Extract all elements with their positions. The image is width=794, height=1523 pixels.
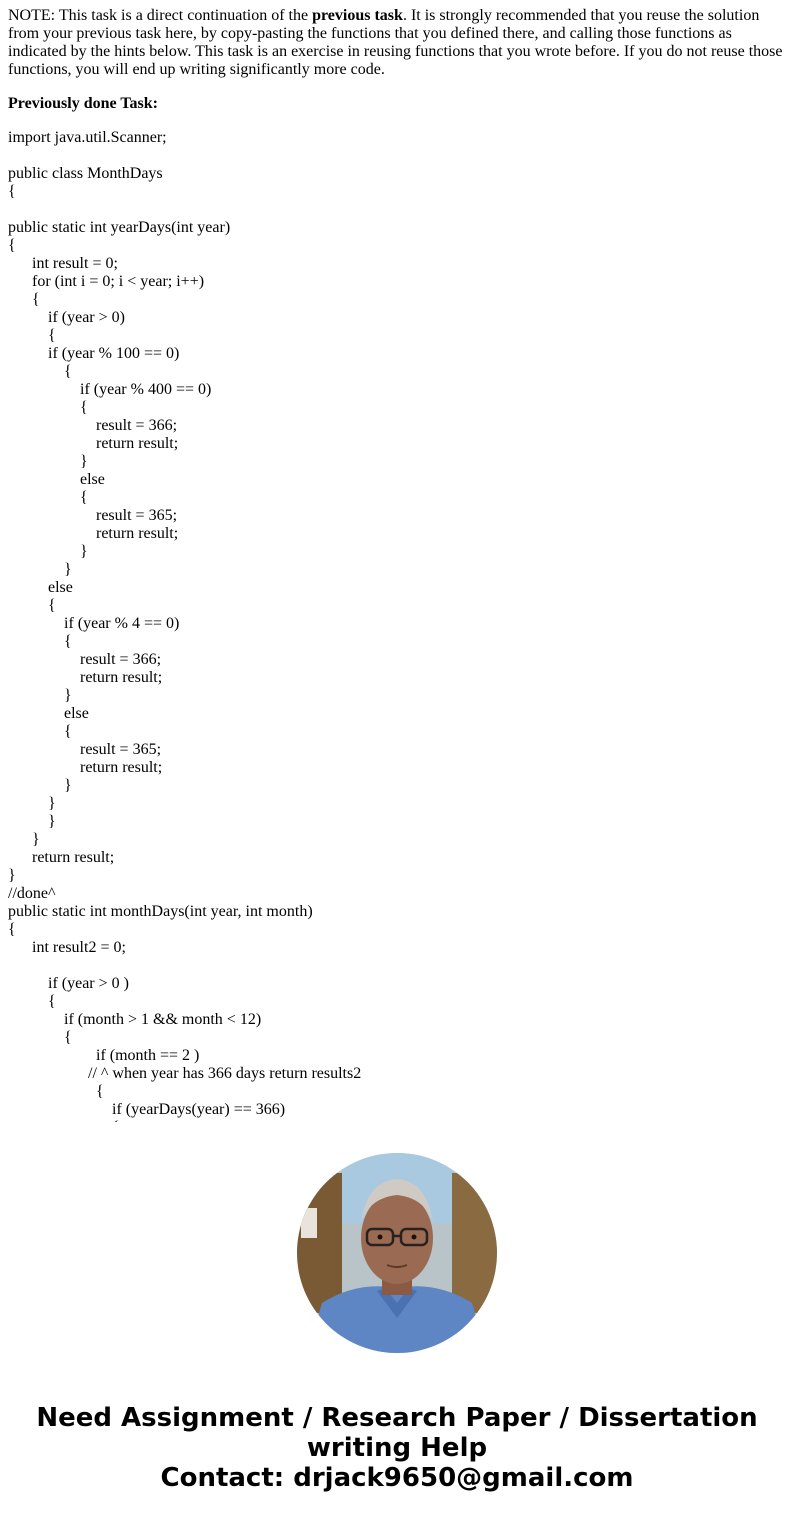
code-line: { — [8, 921, 16, 938]
code-line — [8, 147, 786, 165]
code-line: for (int i = 0; i < year; i++) — [8, 273, 205, 290]
code-line: } — [8, 867, 16, 884]
code-line: { — [8, 1119, 786, 1122]
code-line: { — [8, 183, 16, 200]
code-line: if (year % 400 == 0) — [8, 381, 212, 398]
code-line: public static int yearDays(int year) — [8, 219, 231, 236]
code-line: } — [8, 687, 72, 704]
code-line: { — [8, 723, 72, 740]
code-line: return result; — [8, 759, 163, 776]
code-line: result = 365; — [8, 507, 178, 524]
code-line: } — [8, 813, 56, 830]
code-line: { — [8, 237, 16, 254]
note-prefix: NOTE: This task is a direct continuation… — [8, 7, 313, 24]
code-line: { — [8, 327, 56, 344]
code-line: result = 366; — [8, 651, 162, 668]
promo-line-2: writing Help — [306, 1433, 488, 1463]
code-line: else — [8, 579, 73, 596]
code-line: if (yearDays(year) == 366) — [8, 1101, 286, 1118]
note-bold-previous-task: previous task — [312, 7, 403, 24]
code-line: else — [8, 471, 105, 488]
code-line: int result = 0; — [8, 255, 118, 272]
code-line: { — [8, 1029, 72, 1046]
code-line: { — [8, 291, 40, 308]
code-line: // ^ when year has 366 days return resul… — [8, 1065, 362, 1082]
promo-contact-line: Contact: drjack9650@gmail.com — [160, 1463, 634, 1493]
code-line: public static int monthDays(int year, in… — [8, 903, 313, 920]
code-line: return result; — [8, 435, 179, 452]
code-line: return result; — [8, 849, 115, 866]
code-listing: import java.util.Scanner; public class Mo… — [8, 129, 786, 1122]
code-line: } — [8, 795, 56, 812]
code-line: result = 365; — [8, 741, 162, 758]
code-line: if (month == 2 ) — [8, 1047, 200, 1064]
note-suffix: . It is strongly recommended that you re… — [8, 7, 783, 78]
task-note: NOTE: This task is a direct continuation… — [8, 7, 786, 79]
promo-banner: Need Assignment / Research Paper / Disse… — [0, 1403, 794, 1493]
document-body: NOTE: This task is a direct continuation… — [8, 7, 786, 1122]
promo-line-1: Need Assignment / Research Paper / Disse… — [36, 1403, 758, 1433]
code-line — [8, 201, 786, 219]
code-line: } — [8, 561, 72, 578]
code-line: else — [8, 705, 89, 722]
code-line: { — [8, 399, 88, 416]
code-line: } — [8, 543, 88, 560]
code-line: if (month > 1 && month < 12) — [8, 1011, 262, 1028]
code-line: int result2 = 0; — [8, 939, 126, 956]
code-line: return result; — [8, 525, 179, 542]
code-line: { — [8, 993, 56, 1010]
code-line: result = 366; — [8, 417, 178, 434]
author-portrait-photo — [297, 1153, 497, 1353]
code-line: } — [8, 831, 40, 848]
code-line: } — [8, 777, 72, 794]
code-line: //done^ — [8, 885, 56, 902]
code-line: if (year % 4 == 0) — [8, 615, 180, 632]
code-line: return result; — [8, 669, 163, 686]
code-line: } — [8, 453, 88, 470]
code-line: if (year > 0 ) — [8, 975, 129, 992]
code-line: { — [8, 489, 88, 506]
code-line: { — [8, 633, 72, 650]
code-line — [8, 957, 786, 975]
code-line: { — [8, 597, 56, 614]
code-line: import java.util.Scanner; — [8, 129, 167, 146]
code-line: { — [8, 363, 72, 380]
code-line: if (year > 0) — [8, 309, 125, 326]
code-line: { — [8, 1083, 104, 1100]
code-line: public class MonthDays — [8, 165, 163, 182]
code-line: if (year % 100 == 0) — [8, 345, 180, 362]
previous-task-heading: Previously done Task: — [8, 95, 158, 112]
